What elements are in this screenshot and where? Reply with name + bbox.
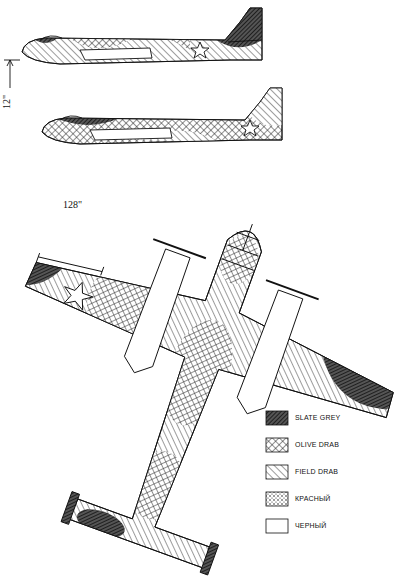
legend-text: ЧЕРНЫЙ: [295, 522, 327, 529]
side-view: [40, 80, 282, 144]
legend-swatch: [265, 437, 289, 453]
legend-swatch: [265, 518, 289, 534]
dimension-label: 12": [2, 94, 12, 110]
legend-swatch: [265, 410, 289, 426]
legend-text: SLATE GREY: [295, 414, 340, 421]
legend-swatch: [265, 464, 289, 480]
legend-text: OLIVE DRAB: [295, 441, 339, 448]
top-view: [0, 157, 410, 583]
dimension-label: 128": [62, 200, 83, 210]
side-view: [4, 0, 262, 88]
legend-text: КРАСНЫЙ: [295, 495, 331, 502]
legend-swatch: [265, 491, 289, 507]
legend-text: FIELD DRAB: [295, 468, 338, 475]
